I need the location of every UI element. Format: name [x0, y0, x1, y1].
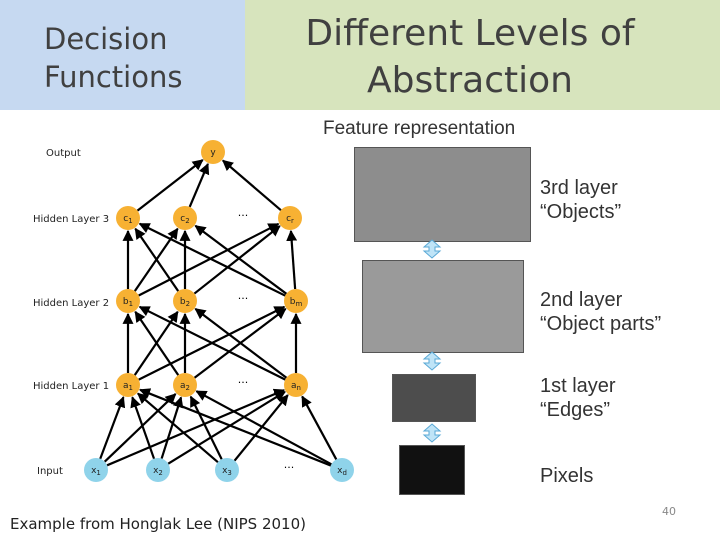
network-node: [116, 373, 140, 397]
layer-label-output: Output: [46, 148, 81, 159]
network-node: [201, 140, 225, 164]
network-edge: [138, 305, 286, 381]
node-label: bm: [290, 297, 303, 308]
network-node: [146, 458, 170, 482]
network-edge: [189, 395, 223, 460]
node-label: c2: [180, 214, 189, 225]
network-edge: [222, 159, 282, 212]
abstraction-title: Different Levels of Abstraction: [290, 10, 650, 104]
network-node: [284, 289, 308, 313]
header-left-panel: [0, 0, 245, 110]
node-label: y: [210, 148, 216, 158]
node-label: x1: [91, 466, 101, 477]
network-edge: [99, 396, 126, 460]
feature-pixels-label: Pixels: [540, 464, 593, 488]
network-edge: [195, 390, 332, 466]
network-edge: [106, 388, 286, 467]
feature-layer-desc: “Edges”: [540, 399, 611, 421]
network-node: [330, 458, 354, 482]
layer-label-hidden-2: Hidden Layer 2: [33, 298, 110, 309]
node-label: x3: [222, 466, 232, 477]
layer-arrows: [422, 239, 442, 443]
network-node: [116, 206, 140, 230]
network-node: [215, 458, 239, 482]
network-edge: [286, 229, 298, 290]
ellipsis-node: ...: [284, 458, 295, 471]
title-line: Different Levels of: [305, 13, 635, 54]
ellipsis-node: ...: [238, 373, 249, 386]
slide-number: 40: [662, 505, 676, 518]
edges-image: [392, 374, 476, 422]
network-node: [116, 289, 140, 313]
network-edge: [301, 395, 338, 460]
network-edge: [193, 225, 281, 295]
feature-layer-1-label: 1st layer “Edges”: [540, 374, 616, 422]
decision-functions-title: Decision Functions: [44, 20, 182, 96]
network-node: [173, 289, 197, 313]
feature-layer-desc: “Objects”: [540, 201, 622, 223]
network-node: [284, 373, 308, 397]
node-label: c1: [123, 214, 132, 225]
network-edge: [103, 393, 177, 463]
neural-network-diagram: y c1 c2... cr b1 b2... bm a1 a2... an x1 x2 x3... xd: [84, 140, 354, 482]
network-edge: [138, 222, 280, 297]
feature-layer-name: 1st layer: [540, 375, 616, 397]
layer-label-hidden-1: Hidden Layer 1: [33, 381, 110, 392]
network-edge: [167, 390, 286, 465]
network-edge: [233, 394, 289, 462]
feature-layer-name: 3rd layer: [540, 177, 618, 199]
faces-image: [354, 147, 531, 242]
title-line: Abstraction: [367, 60, 573, 101]
node-label: x2: [153, 466, 163, 477]
object-parts-image: [362, 260, 524, 353]
network-node: [278, 206, 302, 230]
pixels-image: [399, 445, 465, 495]
source-caption: Example from Honglak Lee (NIPS 2010): [10, 515, 306, 533]
network-edge: [136, 159, 204, 212]
node-label: a1: [123, 381, 133, 392]
feature-layer-name: Pixels: [540, 465, 594, 487]
node-label: a2: [180, 381, 190, 392]
network-edge: [134, 310, 180, 376]
node-label: b2: [180, 297, 190, 308]
layer-label-hidden-3: Hidden Layer 3: [33, 214, 110, 225]
network-node: [173, 373, 197, 397]
network-edge: [160, 396, 184, 459]
feature-layer-2-label: 2nd layer “Object parts”: [540, 288, 661, 336]
feature-layer-name: 2nd layer: [540, 289, 623, 311]
network-edge: [139, 388, 332, 467]
network-edge: [134, 227, 180, 292]
network-node: [173, 206, 197, 230]
network-edge: [194, 224, 288, 295]
ellipsis-node: ...: [238, 206, 249, 219]
node-label: b1: [123, 297, 133, 308]
title-line: Functions: [44, 60, 183, 94]
ellipsis-node: ...: [238, 289, 249, 302]
network-edge: [188, 162, 210, 208]
network-edge: [137, 392, 219, 464]
network-edge: [138, 222, 286, 297]
node-label: an: [291, 381, 301, 392]
network-edge: [130, 396, 156, 460]
header-right-panel: [245, 0, 720, 110]
network-edge: [194, 307, 288, 379]
feature-layer-3-label: 3rd layer “Objects”: [540, 176, 621, 224]
feature-layer-desc: “Object parts”: [540, 313, 662, 335]
node-label: cr: [286, 214, 294, 225]
network-node: [84, 458, 108, 482]
feature-representation-title: Feature representation: [323, 118, 516, 139]
node-label: xd: [337, 466, 347, 477]
layer-label-input: Input: [37, 466, 63, 477]
title-line: Decision: [44, 22, 168, 56]
